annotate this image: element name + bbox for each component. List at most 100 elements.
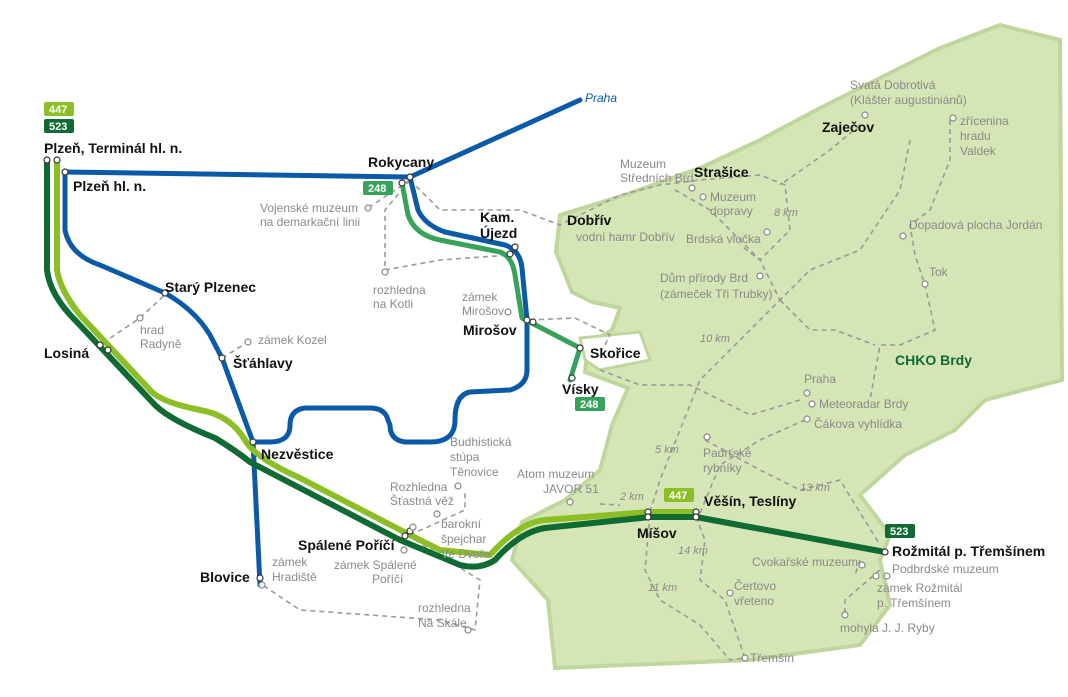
- poi-rozhledna-kotli: rozhledna: [373, 283, 426, 297]
- poi-muzeum-dopravy: Muzeum: [710, 190, 756, 204]
- poi-muzeum-strednich-brd: Muzeum: [620, 157, 666, 171]
- poi-zamek-mirosov-2: Mirošov: [462, 304, 504, 318]
- poi-budhist-stupa-2: stúpa: [450, 450, 480, 464]
- badge-248-north: 248: [363, 181, 393, 195]
- station-blovice[interactable]: Blovice: [200, 569, 250, 585]
- chko-label: CHKO Brdy: [895, 352, 972, 368]
- poi-vodni-hamr: vodní hamr Dobřív: [576, 230, 675, 244]
- poi-rozhledna-na-skale: rozhledna: [418, 601, 471, 615]
- poi-zamek-spalene: zámek Spálené: [334, 558, 417, 572]
- poi-dum-prirody: Dům přírody Brd: [660, 271, 748, 285]
- line-248: [399, 180, 583, 383]
- distance-11km: 11 km: [648, 582, 677, 594]
- poi-brdska-vlocka: Brdská vločka: [686, 232, 761, 246]
- distance-5km: 5 km: [655, 444, 679, 456]
- poi-vojenske-muzeum: Vojenské muzeum: [260, 201, 358, 215]
- station-dobriv[interactable]: Dobřív: [567, 212, 612, 228]
- station-rozmital[interactable]: Rožmitál p. Třemšínem: [892, 543, 1045, 559]
- station-stahlavy[interactable]: Šťáhlavy: [233, 354, 293, 371]
- station-plzen-terminal[interactable]: Plzeň, Terminál hl. n.: [44, 140, 182, 156]
- badge-447-east: 447: [664, 488, 694, 502]
- line-blue-main: [62, 97, 583, 180]
- line-blue-south: [62, 169, 263, 588]
- badge-523-east: 523: [885, 524, 915, 538]
- svg-text:523: 523: [49, 121, 67, 133]
- poi-zamek-kozel: zámek Kozel: [258, 333, 327, 347]
- distance-labels: 8 km 10 km 5 km 2 km 14 km 11 km 13 km: [619, 207, 830, 594]
- poi-spejchar: barokní: [441, 517, 482, 531]
- poi-muzeum-strednich-brd-2: Středních Brd: [620, 171, 693, 185]
- poi-zamek-spalene-2: Poříčí: [372, 572, 404, 586]
- poi-mohyla: mohyla J. J. Ryby: [840, 621, 935, 635]
- station-nezvestice[interactable]: Nezvěstice: [261, 446, 334, 462]
- enclave: [578, 330, 652, 372]
- station-misov[interactable]: Míšov: [637, 525, 677, 541]
- distance-8km: 8 km: [774, 207, 798, 219]
- poi-padrtske-rybniky-2: rybníky: [703, 461, 742, 475]
- station-labels: Plzeň, Terminál hl. n. Plzeň hl. n. Roky…: [44, 91, 1045, 585]
- poi-valdek: zřícenina: [960, 114, 1009, 128]
- poi-certovo-vreteno-2: vřeteno: [734, 594, 774, 608]
- line-523: [44, 157, 888, 570]
- station-spalene-porici[interactable]: Spálené Poříčí: [298, 537, 396, 553]
- poi-cvokarske-muzeum: Cvokařské muzeum: [752, 555, 858, 569]
- poi-podbrdske-muzeum: Podbrdské muzeum: [892, 562, 999, 576]
- poi-spejchar-2: špejchar: [441, 532, 486, 546]
- poi-hrad-radyne-2: Radyně: [140, 337, 182, 351]
- station-stary-plzenec[interactable]: Starý Plzenec: [165, 279, 256, 295]
- station-zajecov[interactable]: Zaječov: [822, 119, 874, 135]
- poi-tok: Tok: [929, 265, 949, 279]
- badge-523-west: 523: [44, 119, 74, 133]
- station-plzen-hl[interactable]: Plzeň hl. n.: [73, 178, 146, 194]
- station-kam-ujezd-2[interactable]: Újezd: [480, 224, 517, 241]
- poi-rozhledna-na-skale-2: Na Skále: [418, 616, 467, 630]
- poi-jordan: Dopadová plocha Jordán: [909, 218, 1042, 232]
- poi-zamek-hradiste: zámek: [272, 555, 308, 569]
- distance-2km: 2 km: [619, 491, 644, 503]
- distance-14km: 14 km: [678, 545, 708, 557]
- poi-labels: Vojenské muzeum na demarkační linii rozh…: [140, 78, 1042, 665]
- station-vesin[interactable]: Věšín, Teslíny: [704, 493, 797, 509]
- poi-meteoradar: Meteoradar Brdy: [819, 397, 908, 411]
- station-losina[interactable]: Losiná: [44, 345, 89, 361]
- poi-svata-dobrotiva: Svatá Dobrotivá: [850, 78, 936, 92]
- line-blue-loop: [250, 174, 530, 445]
- svg-text:447: 447: [669, 490, 687, 502]
- station-mirosov[interactable]: Mirošov: [463, 322, 517, 338]
- poi-dots: [136, 111, 957, 662]
- poi-cakova-vyhlidka: Čákova vyhlídka: [814, 416, 902, 431]
- station-visky[interactable]: Vísky: [562, 381, 599, 397]
- poi-rozhledna-kotli-2: na Kotli: [373, 297, 413, 311]
- station-skorice[interactable]: Skořice: [590, 345, 641, 361]
- poi-atom-muzeum-2: JAVOR 51: [543, 482, 599, 496]
- poi-atom-muzeum: Atom muzeum: [517, 467, 594, 481]
- poi-zamek-rozmital: zámek Rožmitál: [877, 581, 962, 595]
- poi-hrad-radyne: hrad: [140, 323, 164, 337]
- badge-447-west: 447: [44, 102, 74, 116]
- badge-248-south: 248: [575, 397, 605, 411]
- poi-stastna-vez-2: Šťastná věž: [390, 493, 454, 508]
- svg-text:248: 248: [368, 183, 386, 195]
- distance-10km: 10 km: [700, 333, 730, 345]
- poi-zamek-mirosov: zámek: [462, 290, 498, 304]
- station-dots: [43, 156, 889, 582]
- station-strasice[interactable]: Strašice: [694, 164, 749, 180]
- poi-valdek-3: Valdek: [960, 144, 997, 158]
- poi-tremsin: Třemšín: [750, 651, 794, 665]
- poi-zamek-hradiste-2: Hradiště: [272, 570, 317, 584]
- line-447: [54, 157, 699, 558]
- station-rokycany[interactable]: Rokycany: [368, 154, 434, 170]
- poi-spejchar-3: Ve Dvoře: [441, 547, 491, 561]
- poi-valdek-2: hradu: [960, 129, 991, 143]
- distance-13km: 13 km: [800, 482, 830, 494]
- svg-text:447: 447: [49, 104, 67, 116]
- poi-padrtske-rybniky: Padrťské: [703, 446, 752, 460]
- station-praha[interactable]: Praha: [585, 91, 617, 105]
- poi-budhist-stupa-3: Těnovice: [450, 465, 499, 479]
- poi-svata-dobrotiva-2: (Klášter augustiniánů): [850, 93, 967, 107]
- station-kam-ujezd[interactable]: Kam.: [480, 209, 514, 225]
- poi-certovo-vreteno: Čertovo: [734, 578, 776, 593]
- svg-text:248: 248: [580, 399, 598, 411]
- poi-zamek-rozmital-2: p. Třemšínem: [877, 596, 951, 610]
